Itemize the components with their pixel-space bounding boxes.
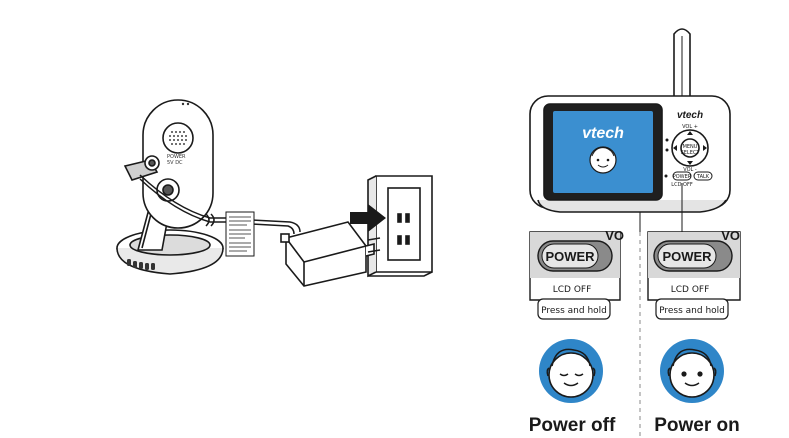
awake-face-icon bbox=[660, 339, 724, 403]
power-off-instruction: Press and hold bbox=[541, 306, 607, 316]
camera-speaker bbox=[162, 122, 194, 154]
power-on-lcd-label: LCD OFF bbox=[671, 285, 710, 295]
talk-small-label: TALK bbox=[696, 174, 710, 180]
wall-outlet bbox=[367, 175, 433, 278]
cable-warning-tag bbox=[225, 211, 255, 257]
panel-power-on: POWER VO LCD OFF Press and hold Power on bbox=[647, 228, 741, 436]
camera-unit: POWER 5V DC bbox=[116, 99, 224, 275]
monitor-power-button[interactable] bbox=[672, 171, 692, 181]
power-on-corner-text: VO bbox=[721, 228, 740, 243]
power-on-caption: Power on bbox=[654, 415, 740, 436]
power-off-lcd-label: LCD OFF bbox=[553, 285, 592, 295]
vol-plus-label: VOL + bbox=[682, 124, 698, 130]
svg-text:POWER: POWER bbox=[167, 154, 186, 160]
sleeping-face-icon bbox=[539, 339, 603, 403]
base-vents bbox=[127, 259, 155, 270]
power-small-label: POWER bbox=[673, 174, 692, 180]
power-on-button-label: POWER bbox=[662, 249, 712, 264]
monitor-brand: vtech bbox=[677, 110, 703, 121]
parent-monitor bbox=[529, 28, 731, 232]
power-off-corner-text: VO bbox=[605, 228, 624, 243]
panel-power-off: POWER VO LCD OFF Press and hold Power of… bbox=[529, 228, 624, 436]
power-off-caption: Power off bbox=[529, 415, 616, 436]
svg-text:5V DC: 5V DC bbox=[167, 160, 183, 166]
power-cable bbox=[139, 174, 301, 235]
vol-minus-label: VOL - bbox=[683, 167, 697, 173]
power-adapter bbox=[280, 221, 381, 287]
plug-in-arrow bbox=[350, 204, 386, 232]
monitor-talk-button[interactable] bbox=[693, 171, 713, 181]
power-off-button-label: POWER bbox=[545, 249, 595, 264]
screen-brand: vtech bbox=[582, 125, 624, 142]
lcd-off-small-label: LCD OFF bbox=[671, 182, 693, 188]
power-on-instruction: Press and hold bbox=[659, 306, 725, 316]
screen-baby-face-icon bbox=[589, 146, 617, 174]
